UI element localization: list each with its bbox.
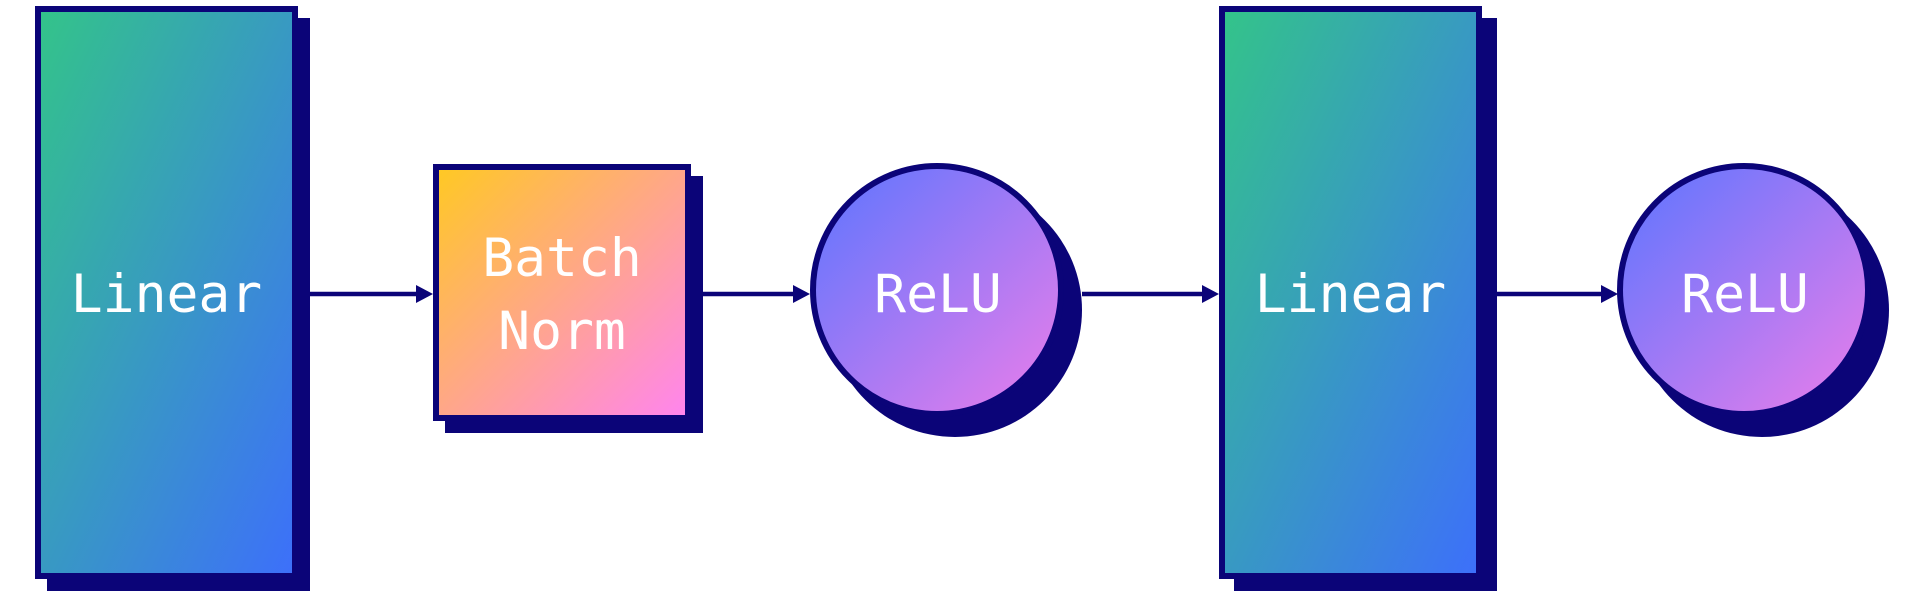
node-relu-2: ReLU [1617,163,1889,437]
edge-batchnorm-1-to-relu-1 [703,285,810,303]
node-box [433,164,691,421]
node-box [35,6,298,579]
node-relu-1: ReLU [810,163,1082,437]
node-circle [810,163,1064,417]
node-label-line-2: Norm [498,301,626,362]
node-label: Linear [1255,264,1446,325]
node-label: ReLU [1681,264,1809,325]
edge-linear-1-to-batchnorm-1 [310,285,433,303]
arrow-head-icon [416,285,433,303]
node-box [1219,6,1482,579]
node-linear-1: Linear [35,6,310,591]
node-circle [1617,163,1871,417]
arrow-head-icon [1601,285,1618,303]
node-label: Linear [71,264,262,325]
node-label-line-1: Batch [482,228,642,289]
arrow-head-icon [1202,285,1219,303]
edge-linear-2-to-relu-2 [1497,285,1618,303]
node-batchnorm-1: Batch Norm [433,164,703,433]
node-linear-2: Linear [1219,6,1497,591]
node-label: ReLU [874,264,1002,325]
arrow-head-icon [793,285,810,303]
edge-relu-1-to-linear-2 [1082,285,1219,303]
